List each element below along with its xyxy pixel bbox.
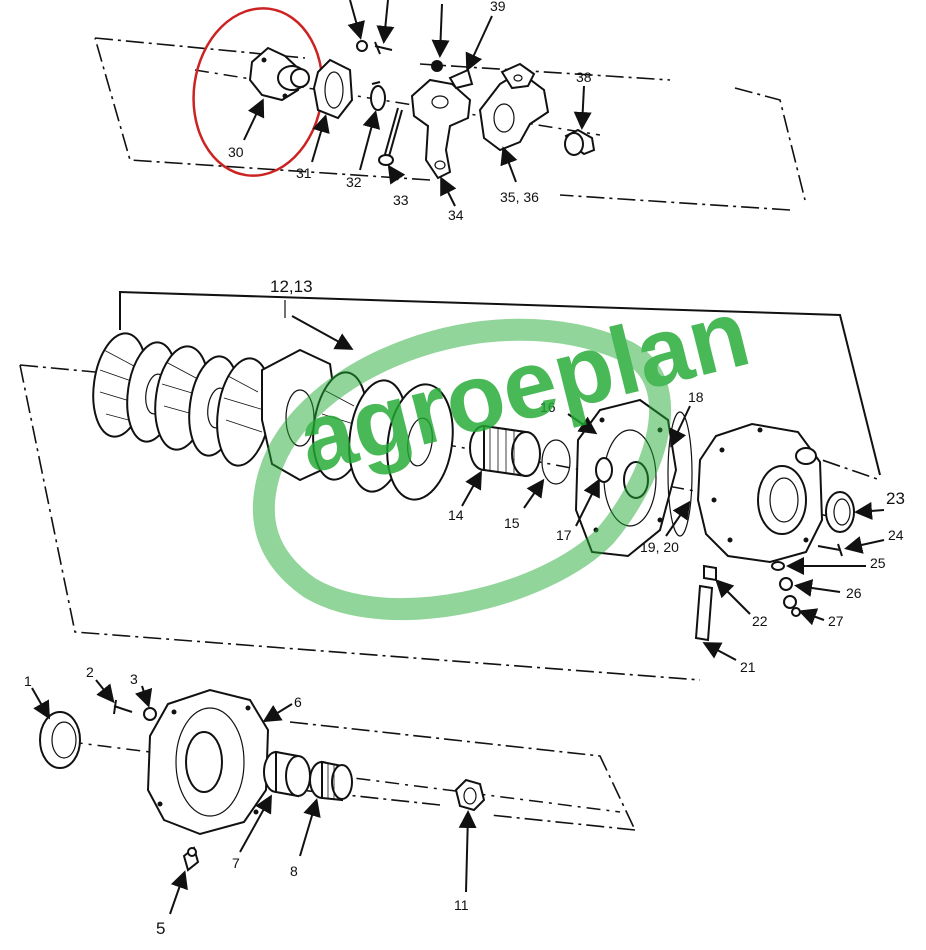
callout-34: 34 <box>448 207 464 223</box>
callout-38: 38 <box>576 69 592 85</box>
part-31-gasket <box>312 58 354 120</box>
part-22-bushing <box>703 564 717 582</box>
callout-22: 22 <box>752 613 768 629</box>
part-33-bolt <box>378 107 403 166</box>
part-38-bushing <box>564 128 596 156</box>
callout-12-13: 12,13 <box>270 277 313 296</box>
callout-30: 30 <box>228 144 244 160</box>
callout-33: 33 <box>393 192 409 208</box>
bottom-assembly-group: 1 2 3 6 7 <box>24 664 636 938</box>
callout-25: 25 <box>870 555 886 571</box>
callout-39: 39 <box>490 0 506 14</box>
part-15-snap-ring <box>541 439 571 485</box>
part-35-36-housing <box>478 62 550 152</box>
part-11-nut <box>454 778 486 812</box>
callout-6: 6 <box>294 694 302 710</box>
part-26-washer <box>779 577 793 591</box>
callout-11: 11 <box>454 897 469 913</box>
callout-3: 3 <box>130 671 138 687</box>
part-27-fitting <box>783 595 801 617</box>
highlight-circle-part-30 <box>192 7 324 177</box>
part-2-bolt <box>113 699 133 715</box>
ball-detent <box>431 60 443 72</box>
part-39-key <box>448 68 474 90</box>
callout-23: 23 <box>886 489 905 508</box>
part-16-17-carrier-plate <box>574 398 678 558</box>
part-6-cover <box>146 688 270 836</box>
part-25-washer <box>771 561 785 571</box>
part-30-flange <box>248 46 310 102</box>
part-7-race <box>263 750 311 798</box>
callout-16: 16 <box>540 399 556 415</box>
part-1-seal <box>39 711 81 769</box>
callout-8: 8 <box>290 863 298 879</box>
callout-32: 32 <box>346 174 362 190</box>
callout-31: 31 <box>296 165 312 181</box>
part-19-20-housing <box>696 422 824 564</box>
clutch-disc-stack <box>92 332 454 501</box>
callout-7: 7 <box>232 855 240 871</box>
top-assembly-group: 30 31 32 33 <box>94 0 806 223</box>
bracket-12-13 <box>119 290 881 476</box>
part-32-washer <box>370 81 386 111</box>
part-23-seal <box>825 491 855 533</box>
top-frame <box>94 37 806 211</box>
part-5-fitting <box>182 846 200 872</box>
callout-18: 18 <box>688 389 704 405</box>
callout-17: 17 <box>556 527 572 543</box>
part-34-lever <box>410 78 472 180</box>
part-3-nut <box>143 707 157 721</box>
callout-14: 14 <box>448 507 464 523</box>
callout-24: 24 <box>888 527 904 543</box>
callout-5: 5 <box>156 919 165 938</box>
callout-15: 15 <box>504 515 520 531</box>
callout-2: 2 <box>86 664 94 680</box>
part-24-bolt <box>817 543 843 557</box>
middle-assembly-group: 12,13 <box>19 277 905 681</box>
callout-27: 27 <box>828 613 844 629</box>
callout-19-20: 19, 20 <box>640 539 679 555</box>
part-21-pin <box>694 584 714 642</box>
callout-21: 21 <box>740 659 756 675</box>
part-18-gasket <box>667 411 693 537</box>
pressure-plate <box>348 379 454 501</box>
callout-35-36: 35, 36 <box>500 189 539 205</box>
part-8-bearing <box>309 760 353 802</box>
callout-26: 26 <box>846 585 862 601</box>
top-nut-screw <box>356 40 393 55</box>
callout-1: 1 <box>24 673 32 689</box>
part-14-needle-bearing <box>469 424 541 478</box>
